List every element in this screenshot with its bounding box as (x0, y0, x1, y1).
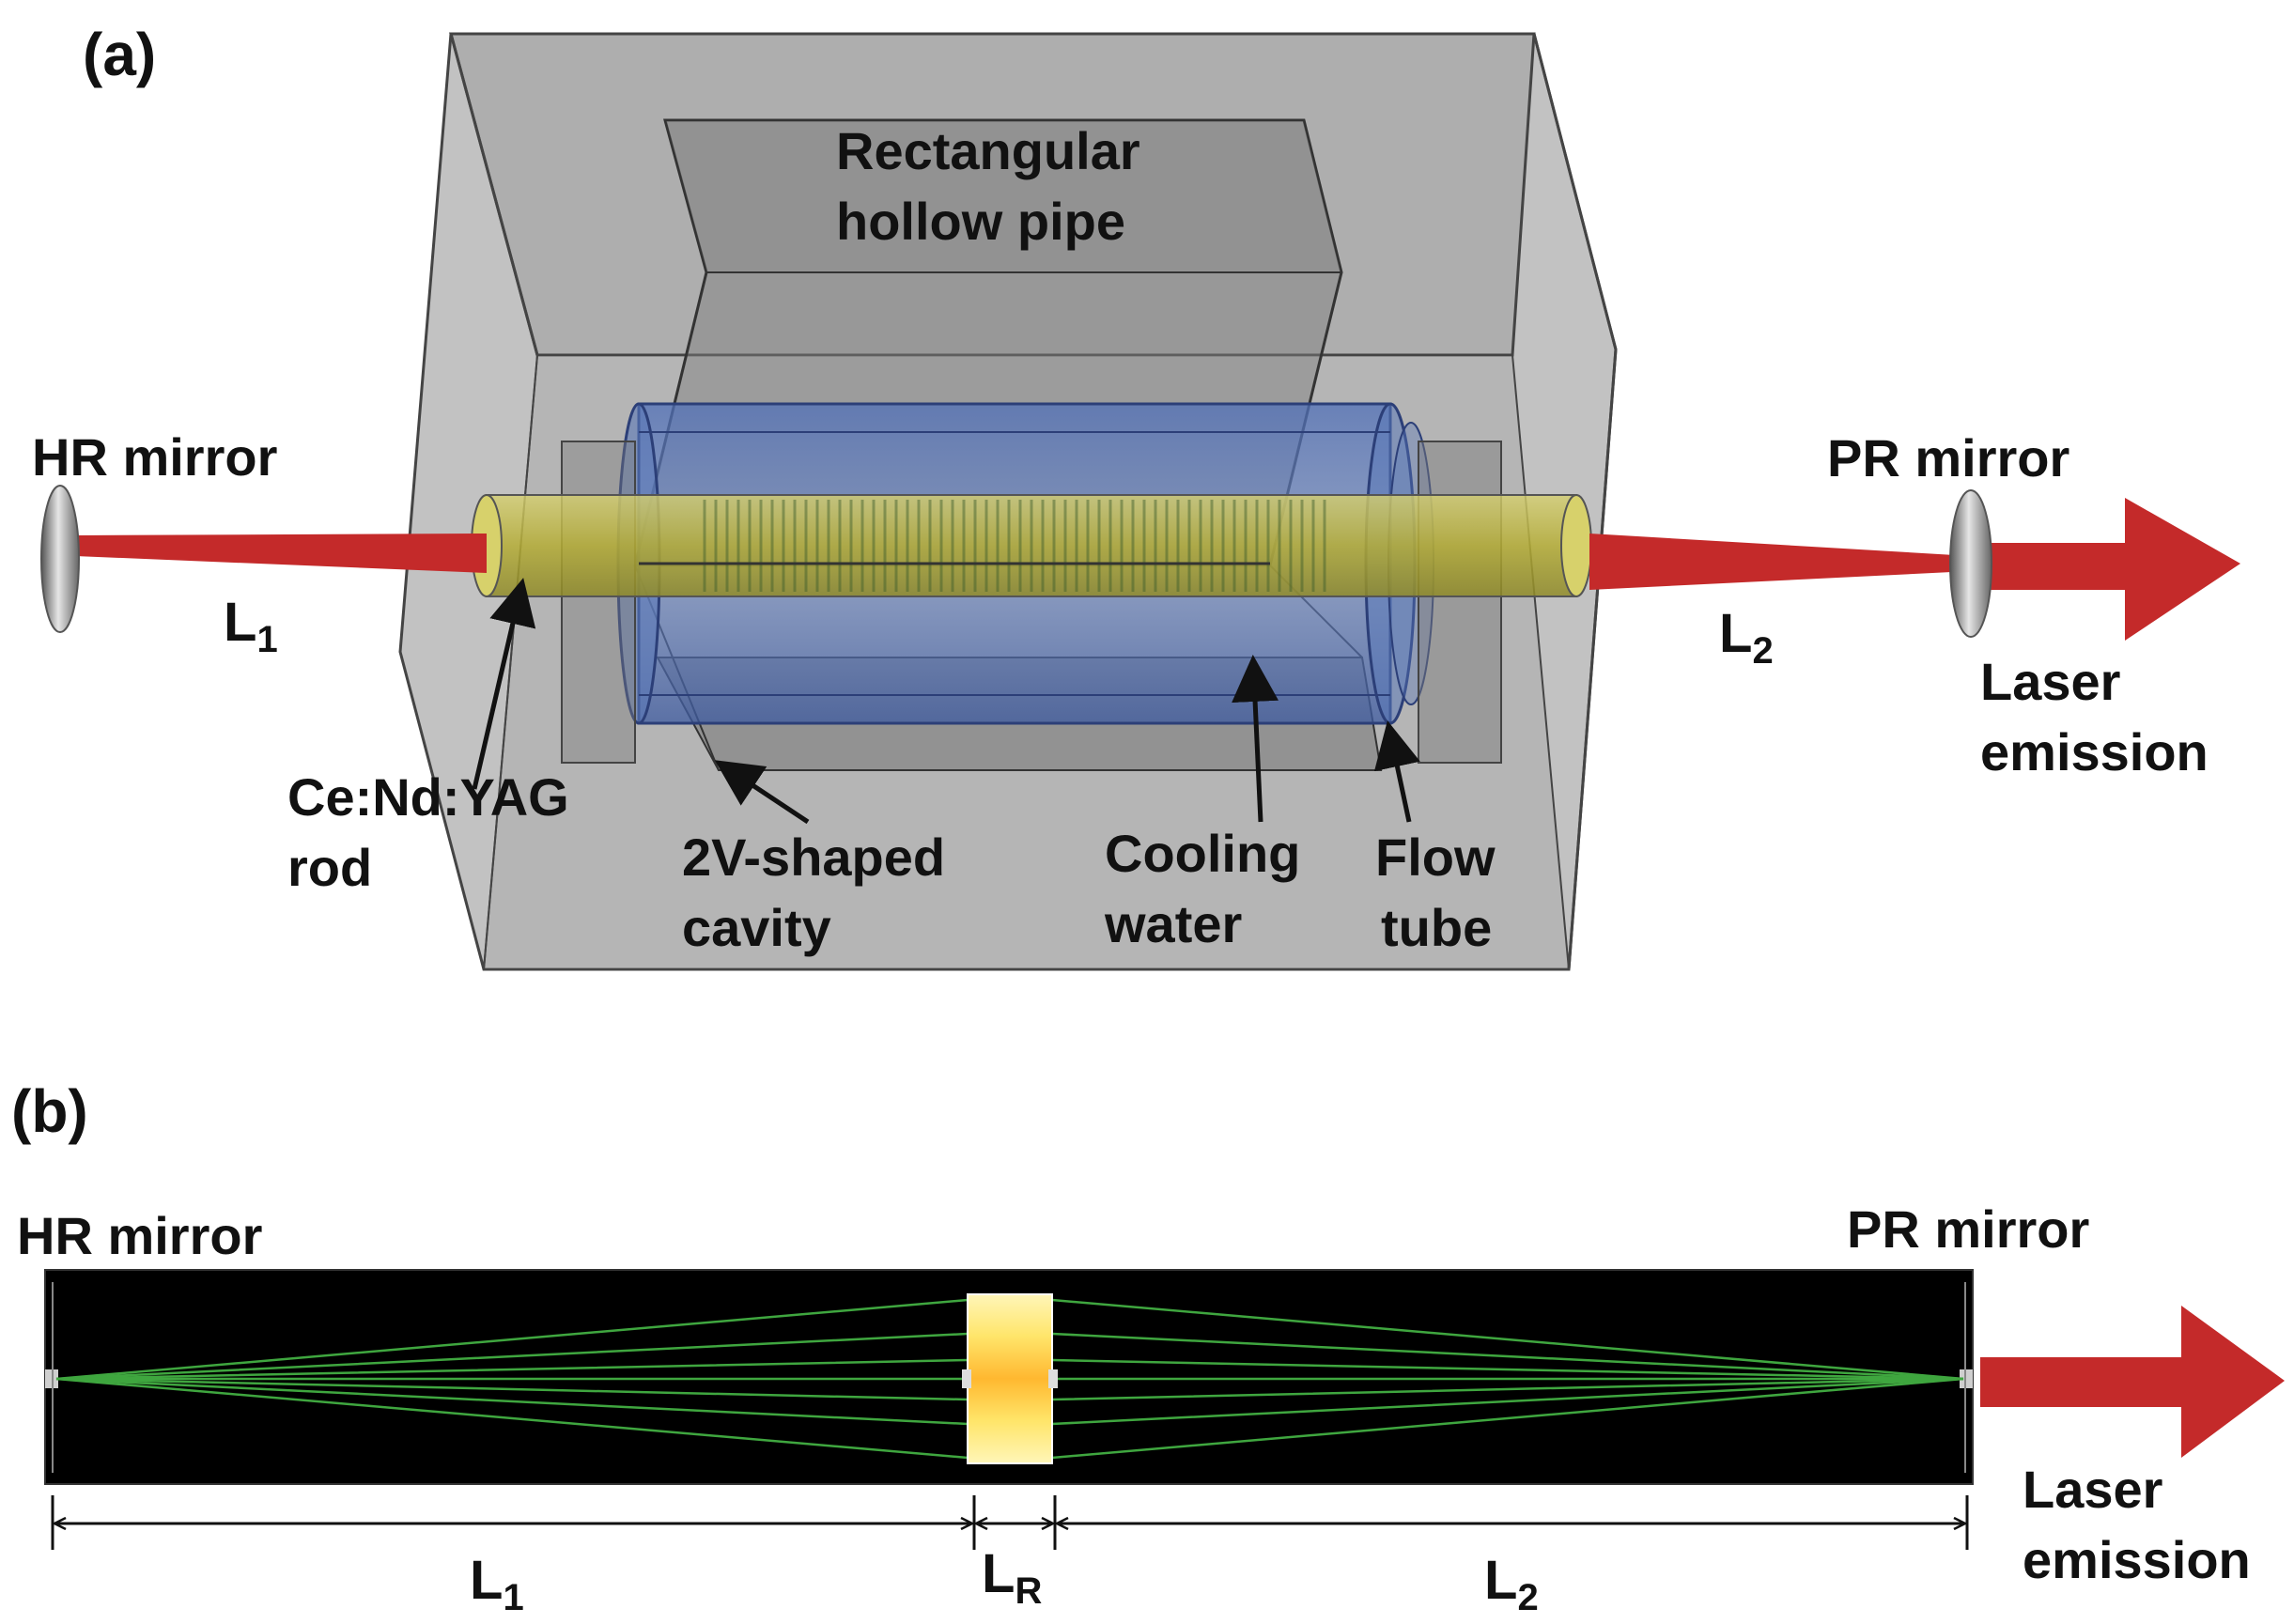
hr-mirror-label-b: HR mirror (17, 1206, 262, 1265)
beam-l1 (75, 534, 487, 573)
pipe-label-line1: Rectangular (836, 121, 1140, 180)
panel-b-label: (b) (11, 1077, 88, 1145)
cooling-water-label-line2: water (1104, 894, 1242, 953)
ce-nd-yag-rod (471, 494, 1592, 597)
panel-a: (a) (32, 21, 2240, 971)
rod-label-line2: rod (287, 838, 372, 897)
l2-label: L2 (1719, 603, 1774, 672)
left-support-block (561, 441, 636, 764)
flow-tube-label-line1: Flow (1375, 827, 1496, 887)
cavity-pointer-arrow (714, 760, 810, 825)
panel-a-label: (a) (83, 21, 156, 88)
l1-label: L1 (224, 592, 278, 660)
cavity-label-line2: cavity (682, 898, 831, 957)
laser-emission-arrow-b (1980, 1306, 2285, 1458)
cooling-water-pointer-arrow (1232, 655, 1279, 823)
laser-rod-b (967, 1293, 1053, 1464)
lr-dimension-label: LR (982, 1543, 1042, 1612)
laser-emission-a-line1: Laser (1980, 652, 2120, 711)
l1-dimension-label: L1 (470, 1550, 524, 1618)
flow-tube-label-line2: tube (1381, 898, 1492, 957)
rod-label-line1: Ce:Nd:YAG (287, 767, 569, 827)
cavity-label-line1: 2V-shaped (682, 827, 945, 887)
pr-mirror-label-b: PR mirror (1847, 1199, 2089, 1259)
right-support-block (1418, 441, 1502, 764)
dimension-lines (51, 1495, 1969, 1550)
hr-mirror-label: HR mirror (32, 427, 277, 487)
laser-emission-arrow-a (1980, 498, 2240, 641)
pipe-label-line2: hollow pipe (836, 192, 1125, 251)
rod-pointer-arrow (472, 578, 536, 790)
pr-mirror-label: PR mirror (1827, 428, 2069, 487)
pr-mirror-icon (1949, 489, 1992, 638)
laser-emission-b-line2: emission (2023, 1530, 2251, 1589)
cooling-water-label-line1: Cooling (1105, 824, 1300, 883)
flow-tube-pointer-arrow (1373, 720, 1420, 823)
laser-emission-a-line2: emission (1980, 722, 2209, 781)
beam-l2 (1589, 534, 1971, 590)
panel-b: (b) HR mirror PR mirror Laser emission (11, 1077, 2285, 1618)
l2-dimension-label: L2 (1484, 1550, 1539, 1618)
hr-mirror-icon (40, 485, 80, 633)
laser-emission-b-line1: Laser (2023, 1460, 2162, 1519)
